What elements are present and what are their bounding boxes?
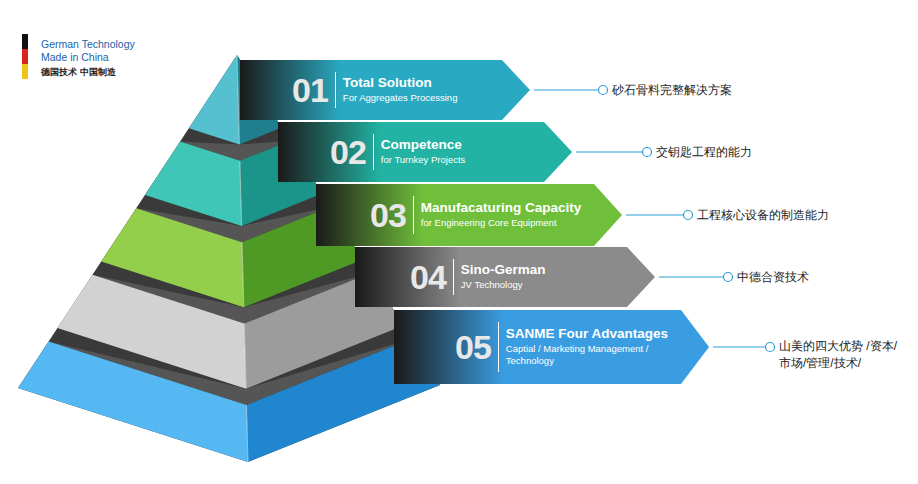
banner-text: Total SolutionFor Aggregates Processing: [343, 75, 458, 104]
leader-line: [626, 215, 683, 216]
leader-line: [534, 90, 598, 91]
divider: [413, 196, 414, 234]
logo-text: German Technology Made in China: [41, 38, 159, 64]
step-number: 01: [292, 73, 328, 107]
step-number: 04: [410, 260, 446, 294]
banner-subtitle: JV Technology: [461, 279, 546, 291]
banner-text: Competencefor Turnkey Projects: [381, 137, 465, 166]
banner-title: Manufacaturing Capacity: [421, 200, 582, 217]
chinese-label: 中德合资技术: [737, 269, 809, 286]
banner-arrow: 04 Sino-GermanJV Technology: [355, 247, 655, 307]
divider: [498, 322, 499, 372]
banner-arrow: 03 Manufacaturing Capacityfor Engineering…: [316, 184, 622, 246]
banner-arrow: 05 SANME Four AdvantagesCaptial / Marketi…: [394, 310, 709, 384]
banner-arrow: 01 Total SolutionFor Aggregates Processin…: [240, 60, 530, 120]
leader-dot: [684, 211, 693, 220]
banner-title: Sino-German: [461, 262, 546, 279]
leader-dot: [643, 148, 652, 157]
banner-subtitle: for Turnkey Projects: [381, 154, 465, 166]
chinese-label: 山美的四大优势 /资本/市场/管理/技术/: [779, 338, 904, 372]
chinese-label: 工程核心设备的制造能力: [697, 207, 829, 224]
logo-text: 德国技术 中国制造: [41, 66, 116, 79]
divider: [335, 72, 336, 108]
step-number: 05: [455, 330, 491, 364]
banner-title: Total Solution: [343, 75, 458, 92]
banner-text: Sino-GermanJV Technology: [461, 262, 546, 291]
chinese-label: 砂石骨料完整解决方案: [612, 82, 732, 99]
divider: [453, 259, 454, 295]
leader-dot: [724, 273, 733, 282]
banner-text: SANME Four AdvantagesCaptial / Marketing…: [506, 326, 668, 368]
banner-text: Manufacaturing Capacityfor Engineering C…: [421, 200, 582, 229]
leader-line: [576, 152, 642, 153]
divider: [373, 134, 374, 170]
banner-subtitle: For Aggregates Processing: [343, 92, 458, 104]
step-number: 03: [370, 198, 406, 232]
step-number: 02: [330, 135, 366, 169]
banner-subtitle: Captial / Marketing Management / Technol…: [506, 343, 661, 368]
banner-title: SANME Four Advantages: [506, 326, 668, 343]
banner-title: Competence: [381, 137, 465, 154]
leader-dot: [766, 343, 775, 352]
chinese-label: 交钥匙工程的能力: [656, 144, 752, 161]
banner-subtitle: for Engineering Core Equipment: [421, 217, 576, 229]
leader-line: [659, 277, 723, 278]
banner-arrow: 02 Competencefor Turnkey Projects: [278, 122, 572, 182]
leader-dot: [599, 86, 608, 95]
leader-line: [713, 347, 765, 348]
